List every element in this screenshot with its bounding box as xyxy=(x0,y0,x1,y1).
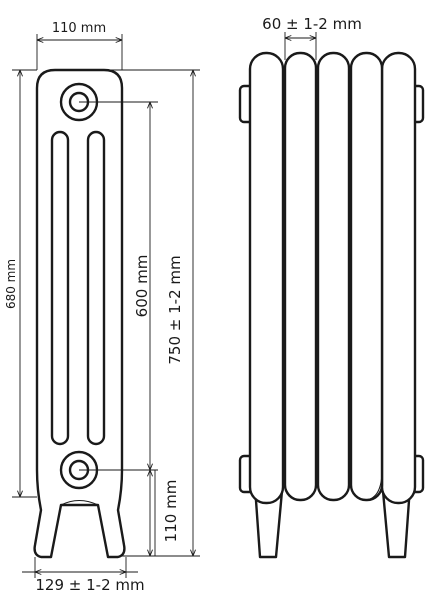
front-dimensions xyxy=(12,34,200,578)
label-section-pitch: 60 ± 1-2 mm xyxy=(262,15,362,33)
front-view xyxy=(33,68,126,559)
section-3 xyxy=(316,51,351,502)
label-base-width: 129 ± 1-2 mm xyxy=(35,576,144,594)
label-leg-height: 110 mm xyxy=(162,480,180,543)
section-5 xyxy=(380,51,417,505)
leg-arch xyxy=(60,499,99,506)
side-dimensions xyxy=(284,32,317,60)
section-1 xyxy=(248,51,285,505)
label-total-height: 680 mm xyxy=(4,259,18,309)
side-view xyxy=(238,51,425,559)
label-full-height: 750 ± 1-2 mm xyxy=(166,255,184,364)
label-axis-distance: 600 mm xyxy=(133,255,151,318)
slot-left xyxy=(50,130,70,446)
section-4 xyxy=(349,51,384,502)
slot-right xyxy=(86,130,106,446)
section-2 xyxy=(283,51,318,502)
section-curve xyxy=(365,469,383,501)
section-curve xyxy=(282,469,301,501)
label-top-width: 110 mm xyxy=(52,21,106,36)
